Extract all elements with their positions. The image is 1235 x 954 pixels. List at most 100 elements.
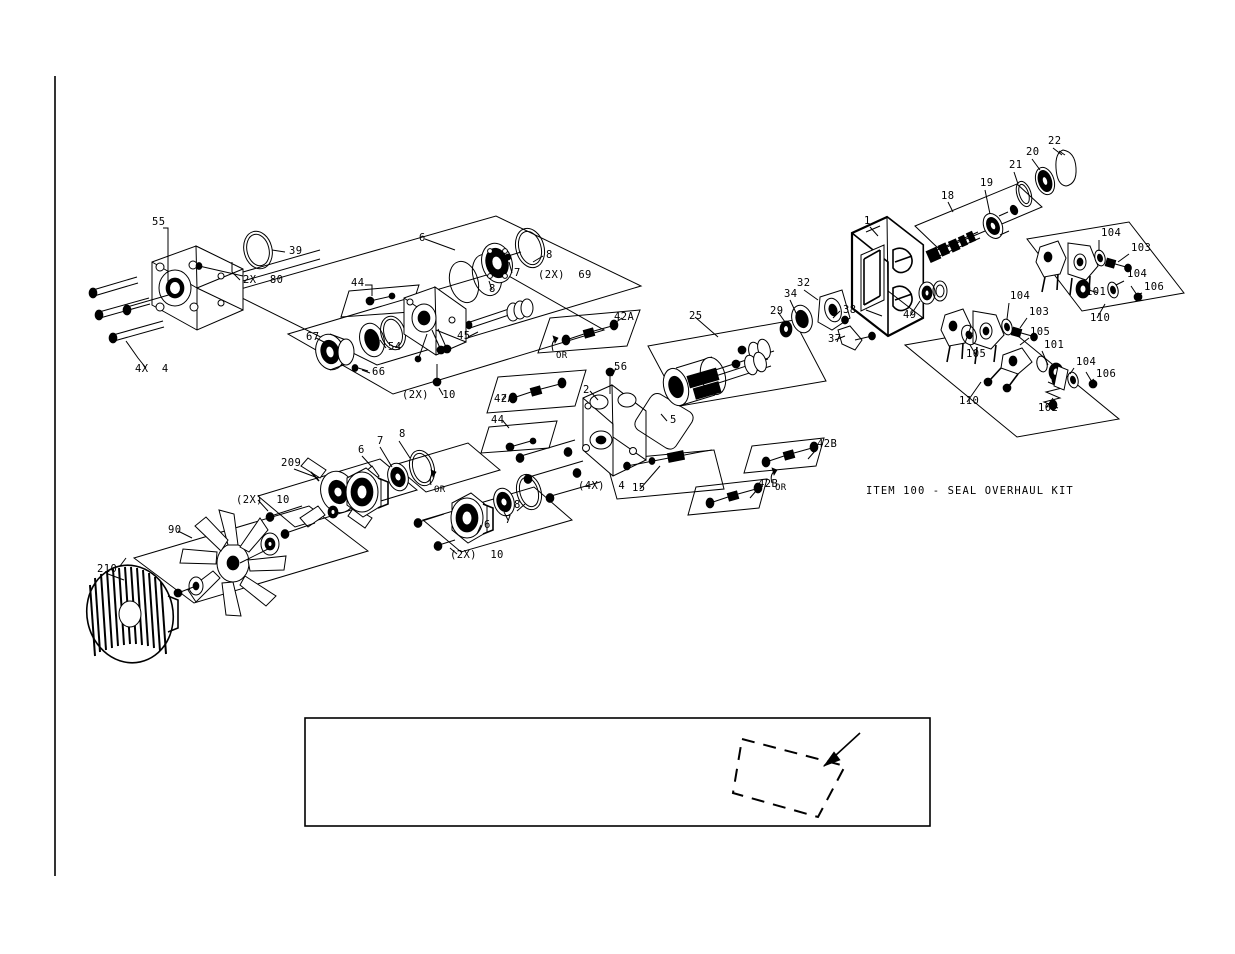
callout-5: 5 xyxy=(670,414,677,426)
callout-102: 102 xyxy=(1038,402,1058,414)
fan-shroud-210 xyxy=(85,557,179,664)
fan-assembly-90 xyxy=(173,509,287,617)
pump-section-left-6 xyxy=(327,449,436,519)
callout-209: 209 xyxy=(281,457,301,469)
callout-90: 90 xyxy=(168,524,181,536)
callout-21: 21 xyxy=(1009,159,1022,171)
callout-38: 38 xyxy=(843,304,856,316)
callout-7: 7 xyxy=(514,267,521,279)
main-housing-1 xyxy=(850,215,925,338)
callout-110: 110 xyxy=(1090,312,1110,324)
callout-210: 210 xyxy=(97,563,117,575)
callout-67: 67 xyxy=(306,331,319,343)
callout-45: 45 xyxy=(457,330,470,342)
callout-8: 8 xyxy=(546,249,553,261)
or-marker: OR xyxy=(429,469,446,495)
title-block xyxy=(304,717,931,827)
callout-103: 103 xyxy=(1029,306,1049,318)
or-marker: OR xyxy=(551,335,567,361)
plug-assembly-42A-lower xyxy=(508,377,567,404)
callout-6: 6 xyxy=(419,232,426,244)
callout-6: 6 xyxy=(484,519,491,531)
bolt-4x xyxy=(88,276,173,344)
callout-7: 7 xyxy=(505,514,512,526)
callout-29: 29 xyxy=(770,305,783,317)
or-label: OR xyxy=(434,485,446,495)
control-linkage-upper-110 xyxy=(1035,240,1143,302)
callout-4x4: (4X) 4 xyxy=(578,480,625,492)
leader-lines xyxy=(107,147,1143,581)
or-marker: OR xyxy=(770,467,787,493)
plug-assembly-42B-upper xyxy=(761,441,819,468)
callout-110: 110 xyxy=(959,395,979,407)
callout-15: 15 xyxy=(632,482,645,494)
callout-55: 55 xyxy=(152,216,165,228)
callout-6: 6 xyxy=(358,444,365,456)
callout-101: 101 xyxy=(1044,339,1064,351)
callout-1: 1 xyxy=(864,215,871,227)
swashplate-control-assembly xyxy=(779,289,876,351)
callout-106: 106 xyxy=(1144,281,1164,293)
drive-shaft-assembly-18 xyxy=(925,149,1077,263)
callout-2x80: 2X 80 xyxy=(243,274,283,286)
callout-25: 25 xyxy=(689,310,702,322)
callout-32: 32 xyxy=(797,277,810,289)
callout-42B: 42B xyxy=(758,478,778,490)
callout-37: 37 xyxy=(828,333,841,345)
callout-103: 103 xyxy=(1131,242,1151,254)
callout-54: 54 xyxy=(388,341,401,353)
callout-8: 8 xyxy=(514,499,521,511)
callout-2x10: (2X) 10 xyxy=(450,549,504,561)
callout-42B: 42B xyxy=(817,438,837,450)
callout-4x4: 4X 4 xyxy=(135,363,169,375)
callout-42A: 42A xyxy=(614,311,634,323)
end-cap-assembly-55 xyxy=(88,230,321,344)
callout-104: 104 xyxy=(1127,268,1147,280)
group-box xyxy=(687,478,768,516)
callout-2x10: (2X) 10 xyxy=(402,389,456,401)
callout-2: 2 xyxy=(583,384,590,396)
callout-104: 104 xyxy=(1010,290,1030,302)
dashed-detail-rect xyxy=(731,737,847,819)
callout-20: 20 xyxy=(1026,146,1039,158)
valve-block-assembly-2 xyxy=(505,367,713,503)
spring-102 xyxy=(1042,365,1069,411)
group-box xyxy=(132,505,370,604)
plug-assembly-42B-lower xyxy=(705,482,763,509)
callout-106: 106 xyxy=(1096,368,1116,380)
callout-105: 105 xyxy=(1030,326,1050,338)
group-box xyxy=(1026,221,1185,312)
bolt-4x-lower xyxy=(515,439,601,503)
group-box xyxy=(743,437,825,474)
pump-section-right-6 xyxy=(413,473,543,551)
callout-8: 8 xyxy=(399,428,406,440)
group-box xyxy=(914,183,1043,251)
callout-39: 39 xyxy=(289,245,302,257)
callout-18: 18 xyxy=(941,190,954,202)
group-box xyxy=(486,369,587,414)
cylinder-barrel-assembly-25 xyxy=(662,338,775,407)
callout-2x10: (2X) 10 xyxy=(236,494,290,506)
callout-105: 105 xyxy=(966,348,986,360)
callout-104: 104 xyxy=(1101,227,1121,239)
group-box xyxy=(392,442,502,493)
callout-56: 56 xyxy=(614,361,627,373)
callout-49: 49 xyxy=(903,309,916,321)
callout-104: 104 xyxy=(1076,356,1096,368)
callout-labels: 55 39 2X 80 4X 4 6 8 7 8 (2X) 69 44 67 5… xyxy=(97,135,1164,575)
callout-44: 44 xyxy=(491,414,504,426)
callout-42A: 42A xyxy=(494,393,514,405)
callout-34: 34 xyxy=(784,288,797,300)
plug-assembly-42A-upper xyxy=(561,319,619,346)
callout-22: 22 xyxy=(1048,135,1061,147)
callout-19: 19 xyxy=(980,177,993,189)
or-label: OR xyxy=(775,483,787,493)
control-linkage-lower-110 xyxy=(940,308,1098,411)
front-cover-assembly xyxy=(315,227,546,387)
bearing-seal-49 xyxy=(918,280,948,305)
callout-8: 8 xyxy=(489,283,496,295)
or-markers: OR OR OR xyxy=(429,335,787,495)
group-box xyxy=(537,309,641,354)
